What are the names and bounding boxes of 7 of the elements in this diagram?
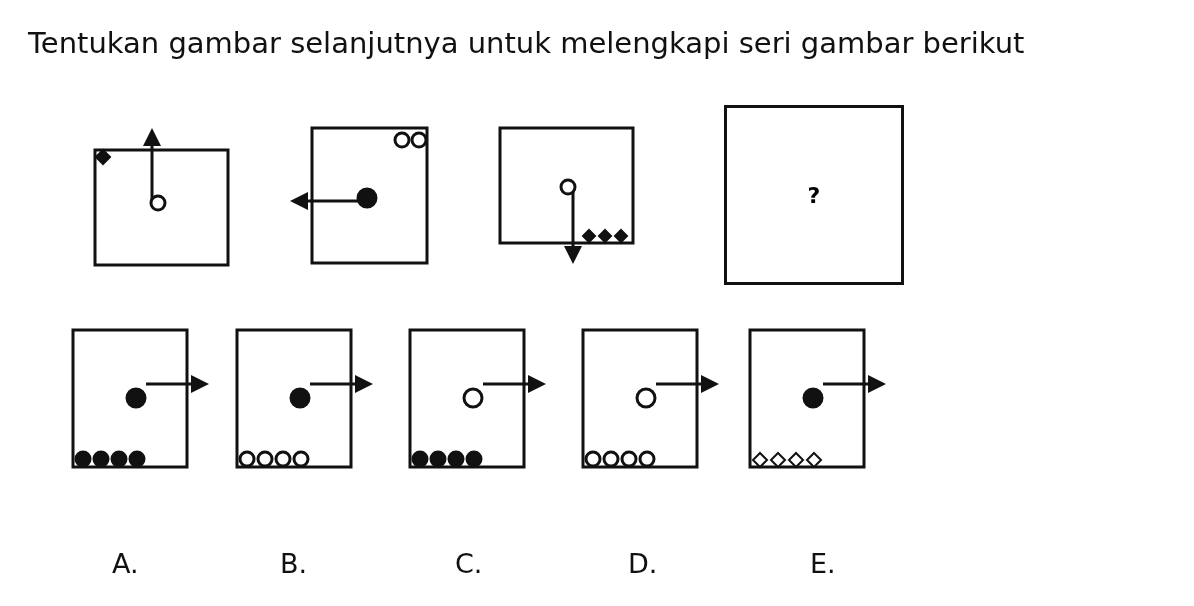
- option-letter: B.: [280, 548, 308, 579]
- option-letter: A.: [112, 548, 139, 579]
- option-letter: C.: [455, 548, 483, 579]
- answer-placeholder-box: ?: [724, 105, 904, 285]
- question-text: Tentukan gambar selanjutnya untuk melengkapi seri gambar berikut: [28, 26, 1025, 60]
- option-letter: D.: [628, 548, 658, 579]
- option-letter: E.: [810, 548, 836, 579]
